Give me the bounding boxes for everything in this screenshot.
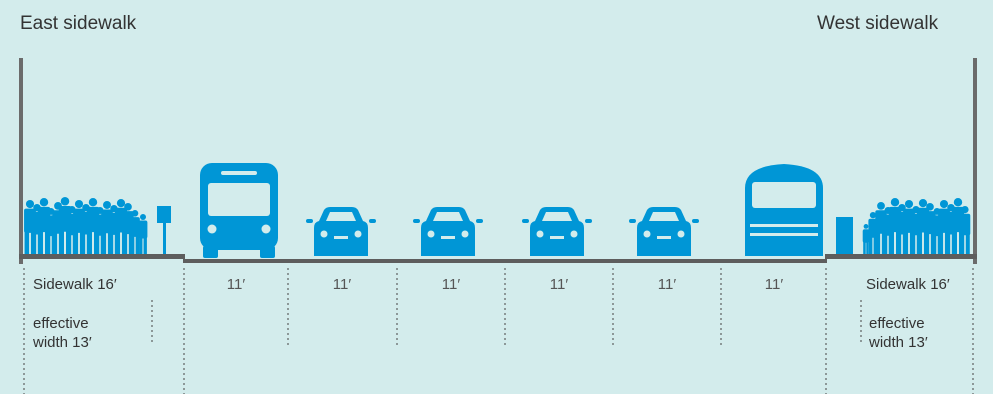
west-sidewalk-width-label: Sidewalk 16′ — [866, 276, 950, 293]
east-pedestrian-crowd — [24, 197, 147, 254]
lane-width-label: 11′ — [627, 276, 707, 293]
east-sidewalk-title: East sidewalk — [20, 13, 136, 35]
trash-bin-icon — [836, 217, 853, 254]
roadway-surface — [183, 259, 827, 263]
east-effective-width-label: effective — [33, 314, 89, 333]
bus-rear-icon — [745, 164, 823, 256]
lane-width-label: 11′ — [411, 276, 491, 293]
west-building-wall — [973, 58, 977, 264]
lane-width-label: 11′ — [302, 276, 382, 293]
car-icon — [629, 207, 699, 256]
west-sidewalk-surface — [825, 254, 977, 259]
lane-width-label: 11′ — [196, 276, 276, 293]
west-effective-width-value: width 13′ — [869, 333, 928, 352]
east-sidewalk-width-label: Sidewalk 16′ — [33, 276, 117, 293]
bus-front-icon — [200, 163, 278, 258]
east-sidewalk-surface — [19, 254, 185, 259]
dimension-lines — [24, 268, 973, 394]
pedestrian-icon — [139, 214, 148, 254]
bus-stop-sign-icon — [157, 206, 171, 254]
car-icon — [306, 207, 376, 256]
west-sidewalk-title: West sidewalk — [817, 13, 938, 35]
east-effective-width-value: width 13′ — [33, 333, 92, 352]
car-icon — [413, 207, 483, 256]
west-pedestrian-crowd — [863, 198, 971, 254]
pedestrian-icon — [863, 224, 870, 254]
car-icon — [522, 207, 592, 256]
lane-width-label: 11′ — [734, 276, 814, 293]
east-building-wall — [19, 58, 23, 264]
lane-width-label: 11′ — [519, 276, 599, 293]
west-effective-width-label: effective — [869, 314, 925, 333]
